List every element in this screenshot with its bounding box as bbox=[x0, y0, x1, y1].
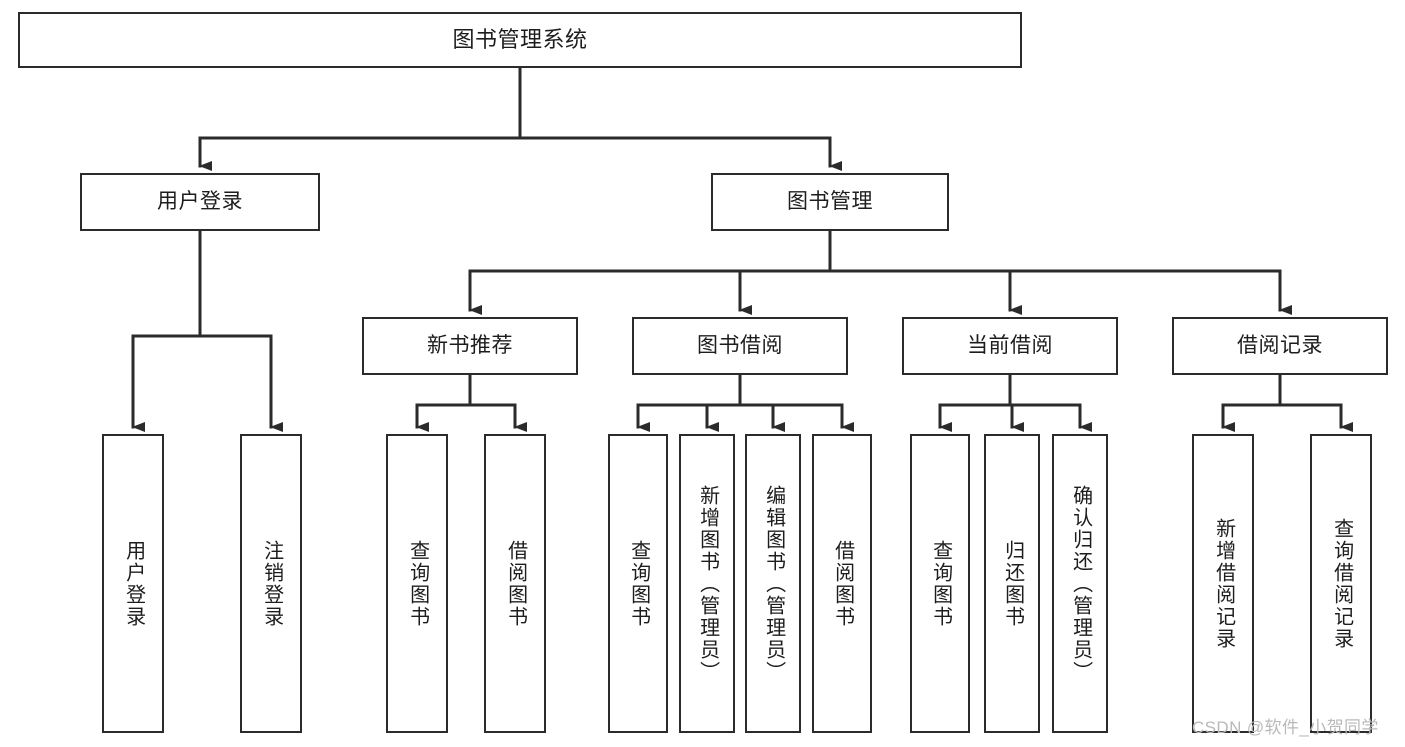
node-book-borrow[interactable]: 图书借阅 bbox=[632, 317, 848, 375]
node-label: 用户登录 bbox=[122, 539, 145, 628]
leaf-borrow-book-rec[interactable]: 借阅图书 bbox=[484, 434, 546, 733]
node-label: 图书管理 bbox=[787, 189, 873, 213]
node-label: 编辑图书（管理员） bbox=[762, 484, 785, 683]
node-label: 查询图书 bbox=[627, 539, 650, 628]
node-label: 查询图书 bbox=[929, 539, 952, 628]
node-label: 注销登录 bbox=[260, 539, 283, 628]
node-label: 用户登录 bbox=[157, 189, 243, 213]
node-label: 归还图书 bbox=[1001, 539, 1024, 628]
leaf-add-book-admin[interactable]: 新增图书（管理员） bbox=[679, 434, 735, 733]
node-label: 借阅记录 bbox=[1237, 333, 1323, 357]
node-label: 新增图书（管理员） bbox=[696, 484, 719, 683]
node-book-management[interactable]: 图书管理 bbox=[711, 173, 949, 231]
leaf-query-borrow-record[interactable]: 查询借阅记录 bbox=[1310, 434, 1372, 733]
leaf-logout[interactable]: 注销登录 bbox=[240, 434, 302, 733]
node-label: 新增借阅记录 bbox=[1212, 517, 1235, 650]
leaf-borrow-book[interactable]: 借阅图书 bbox=[812, 434, 872, 733]
node-label: 查询图书 bbox=[406, 539, 429, 628]
leaf-confirm-return-admin[interactable]: 确认归还（管理员） bbox=[1052, 434, 1108, 733]
node-label: 图书借阅 bbox=[697, 333, 783, 357]
node-label: 确认归还（管理员） bbox=[1069, 484, 1092, 683]
node-new-book-recommend[interactable]: 新书推荐 bbox=[362, 317, 578, 375]
leaf-user-login[interactable]: 用户登录 bbox=[102, 434, 164, 733]
node-borrow-record[interactable]: 借阅记录 bbox=[1172, 317, 1388, 375]
node-label: 查询借阅记录 bbox=[1330, 517, 1353, 650]
node-label: 借阅图书 bbox=[831, 539, 854, 628]
node-label: 新书推荐 bbox=[427, 333, 513, 357]
node-label: 图书管理系统 bbox=[452, 26, 588, 52]
leaf-query-book-current[interactable]: 查询图书 bbox=[910, 434, 970, 733]
leaf-query-book-borrow[interactable]: 查询图书 bbox=[608, 434, 668, 733]
node-book-management-system[interactable]: 图书管理系统 bbox=[18, 12, 1022, 68]
node-current-borrow[interactable]: 当前借阅 bbox=[902, 317, 1118, 375]
node-label: 当前借阅 bbox=[967, 333, 1053, 357]
leaf-edit-book-admin[interactable]: 编辑图书（管理员） bbox=[745, 434, 801, 733]
node-label: 借阅图书 bbox=[504, 539, 527, 628]
leaf-query-book-rec[interactable]: 查询图书 bbox=[386, 434, 448, 733]
leaf-return-book[interactable]: 归还图书 bbox=[984, 434, 1040, 733]
leaf-add-borrow-record[interactable]: 新增借阅记录 bbox=[1192, 434, 1254, 733]
node-user-login[interactable]: 用户登录 bbox=[80, 173, 320, 231]
